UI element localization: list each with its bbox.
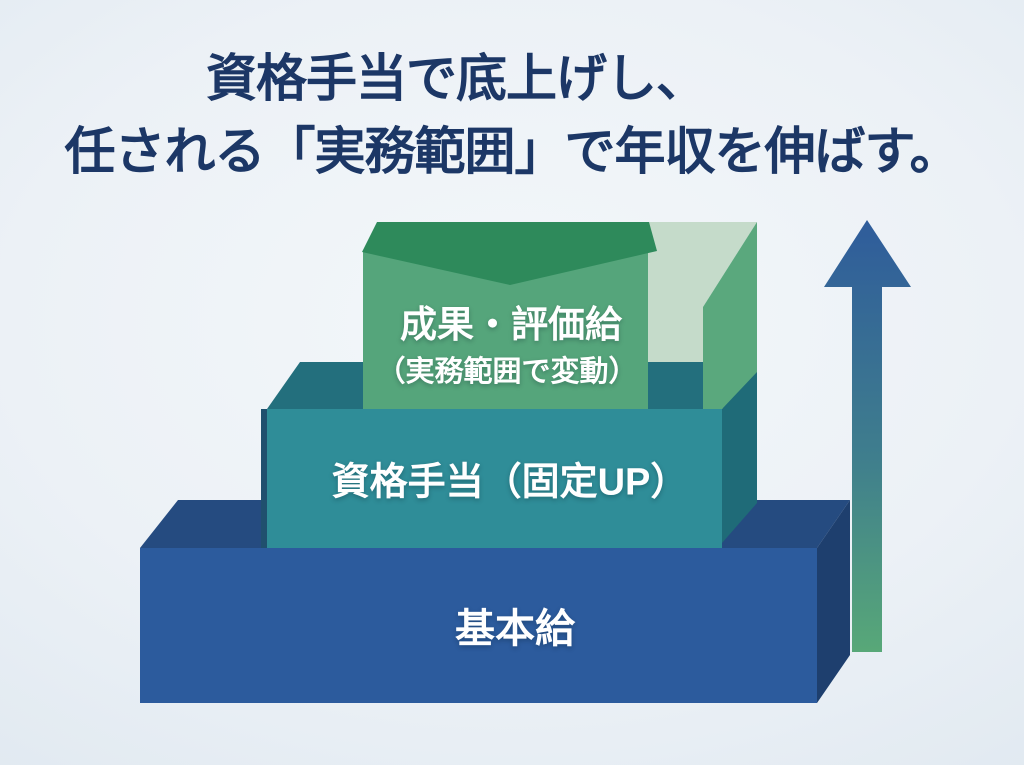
title-line-2: 任される「実務範囲」で年収を伸ばす。 xyxy=(64,123,961,180)
page-title: 資格手当で底上げし、 任される「実務範囲」で年収を伸ばす。 xyxy=(0,42,1024,188)
middle-block-front-face xyxy=(267,409,722,548)
middle-block-left-edge xyxy=(261,409,267,548)
base-block-side-face xyxy=(817,500,850,703)
top-block-front-face xyxy=(363,252,648,409)
growth-arrow-head xyxy=(824,220,911,287)
performance-block-sublabel: （実務範囲で変動） xyxy=(376,356,638,388)
performance-block-label: 成果・評価給 xyxy=(400,304,622,345)
growth-arrow-shaft xyxy=(852,280,882,652)
base-block-front-face xyxy=(140,548,817,703)
title-line-1: 資格手当で底上げし、 xyxy=(205,50,707,107)
top-block-flap xyxy=(362,222,657,285)
base-block-label: 基本給 xyxy=(455,607,575,651)
top-block-inner-panel xyxy=(648,222,757,362)
qualification-block-label: 資格手当（固定UP） xyxy=(331,461,689,504)
middle-block-side-face xyxy=(722,362,757,543)
top-block-side-face xyxy=(703,222,757,409)
